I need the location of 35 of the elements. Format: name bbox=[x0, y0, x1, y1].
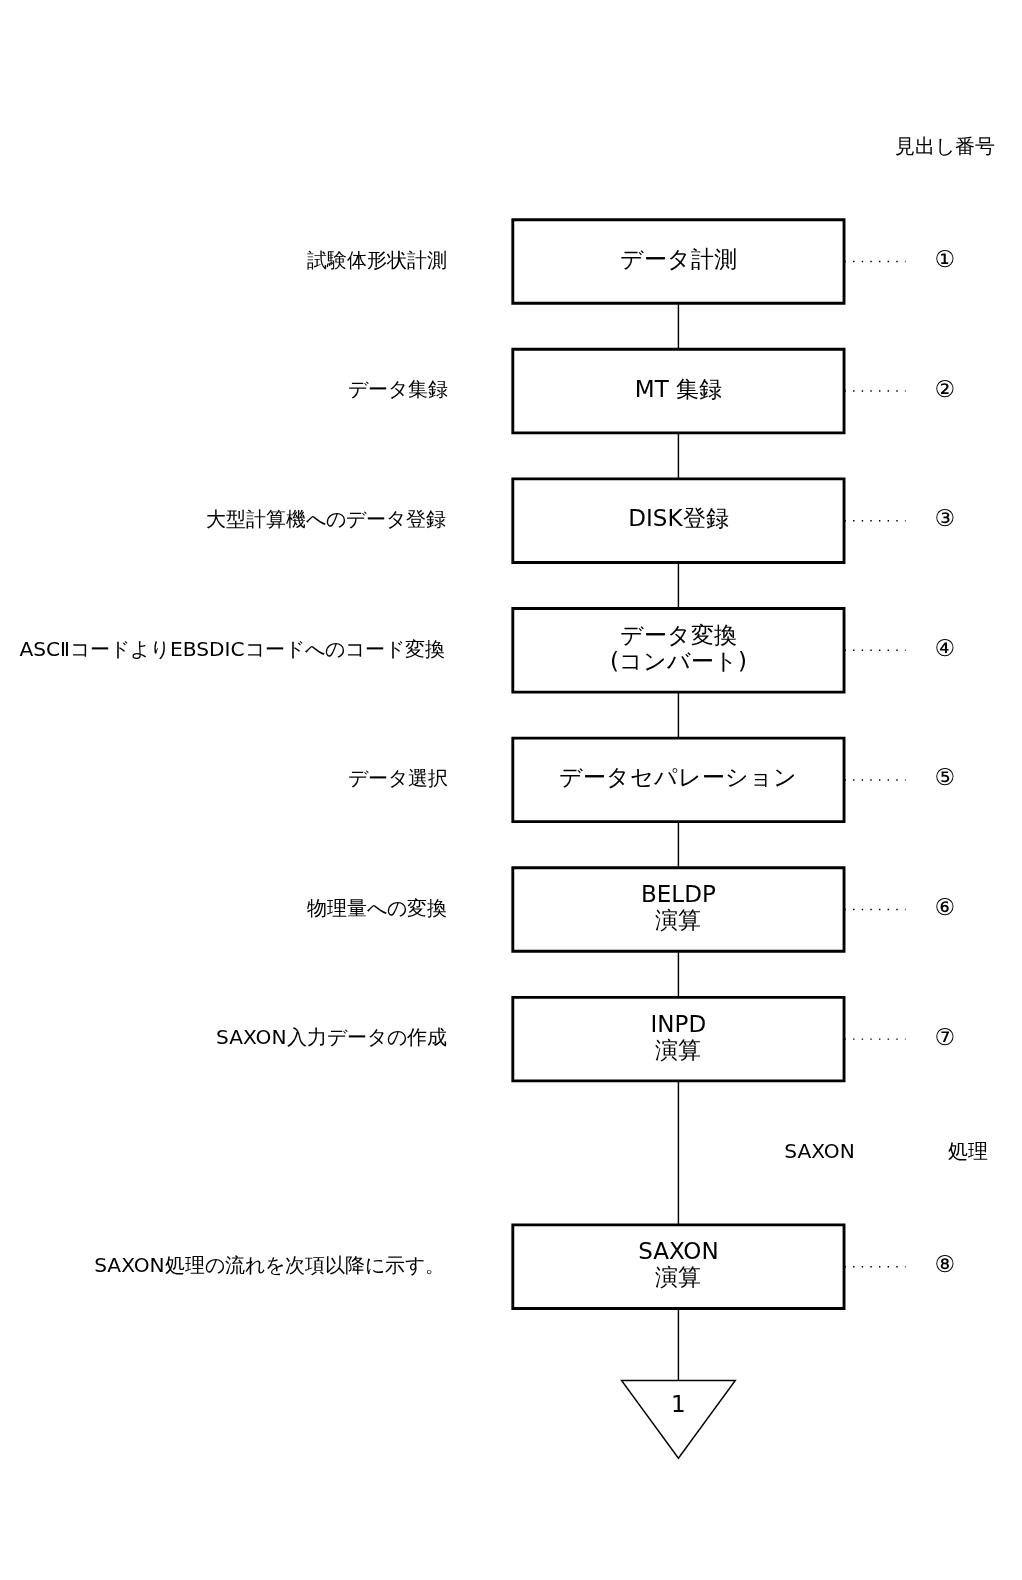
connector bbox=[677, 432, 680, 480]
node-box: INPD 演算 bbox=[511, 995, 846, 1083]
node-box: データセパレーション bbox=[511, 736, 846, 824]
node-text: ④ bbox=[934, 634, 956, 661]
connector bbox=[677, 821, 680, 869]
node-text: ⑥ bbox=[934, 894, 956, 921]
node-text: ③ bbox=[934, 505, 956, 532]
node-label: SAXON入力データの作成 bbox=[216, 1025, 447, 1050]
node-text: ⑦ bbox=[934, 1023, 956, 1050]
label: 見出し番号 bbox=[894, 134, 995, 159]
label: SAXON bbox=[784, 1139, 855, 1164]
node-label: SAXON処理の流れを次項以降に示す。 bbox=[94, 1253, 445, 1278]
connector bbox=[677, 951, 680, 998]
node-box: MT 集録 bbox=[511, 347, 846, 435]
label: 処理 bbox=[947, 1139, 988, 1164]
node-label: 大型計算機へのデータ登録 bbox=[205, 507, 446, 532]
node-label: ASCⅡコードよりEBSDICコードへのコード変換 bbox=[19, 636, 445, 661]
node-text: ② bbox=[934, 375, 956, 402]
node-text: ⑧ bbox=[934, 1251, 956, 1278]
node-text: ① bbox=[934, 245, 956, 272]
node-label: データ選択 bbox=[347, 766, 448, 791]
node-box: SAXON 演算 bbox=[511, 1223, 846, 1310]
node-text: ⑤ bbox=[934, 764, 956, 791]
connector bbox=[677, 562, 680, 609]
connector bbox=[677, 302, 680, 350]
node-label: 試験体形状計測 bbox=[307, 247, 448, 272]
node-label: データ集録 bbox=[347, 377, 448, 402]
node-box: DISK登録 bbox=[511, 477, 846, 564]
node-box: データ変換 (コンバート) bbox=[511, 607, 846, 694]
connector bbox=[677, 691, 680, 739]
node-box: データ計測 bbox=[511, 218, 846, 305]
connector bbox=[677, 1308, 680, 1381]
node-label: 物理量への変換 bbox=[307, 895, 448, 920]
node-box: BELDP 演算 bbox=[511, 866, 846, 953]
connector bbox=[677, 1080, 680, 1226]
